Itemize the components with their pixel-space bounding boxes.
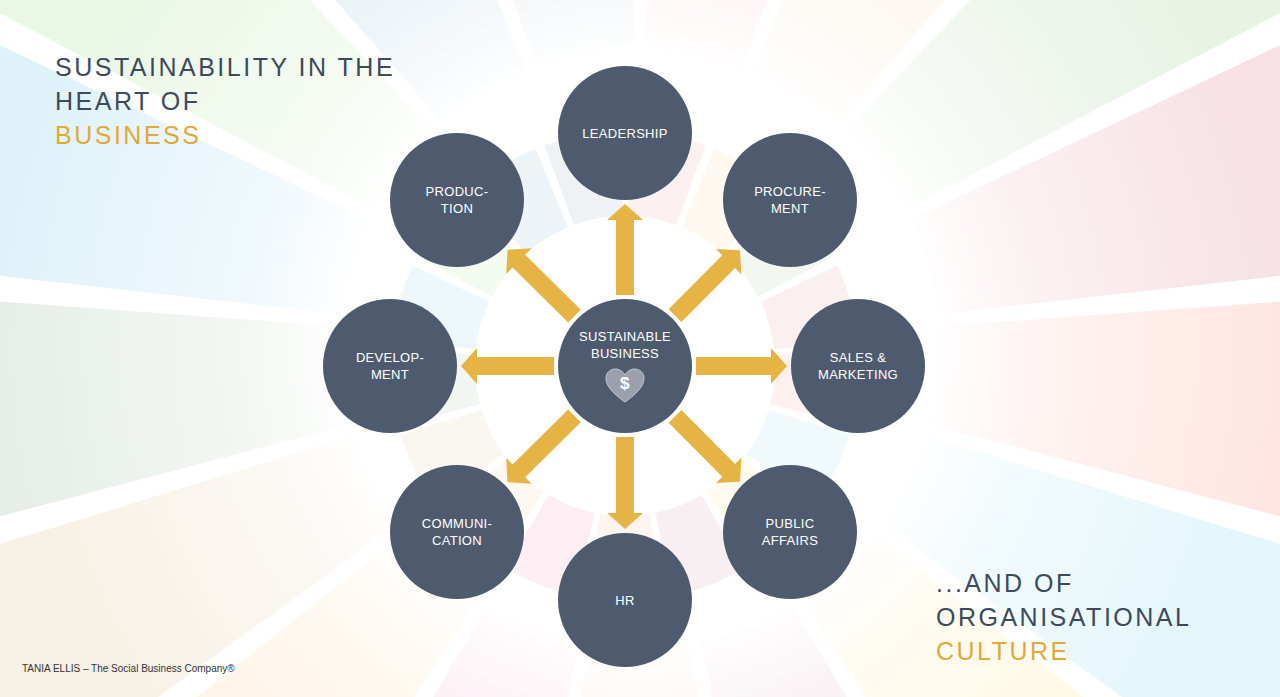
node-label: LEADERSHIP: [575, 125, 675, 142]
circle-shape: [722, 132, 858, 268]
tagline: ...AND OF ORGANISATIONAL: [936, 566, 1266, 634]
circle-shape: [790, 298, 926, 434]
block-arrow: [607, 204, 643, 295]
block-arrow: [607, 437, 643, 529]
department-circle: PROCURE- MENT: [722, 132, 858, 268]
title-highlight: BUSINESS: [55, 118, 405, 152]
node-label: PUBLIC AFFAIRS: [750, 515, 830, 549]
node-label: HR: [585, 592, 665, 609]
currency-symbol: $: [605, 375, 645, 392]
block-arrow: [669, 249, 742, 322]
block-arrow: [461, 348, 554, 384]
department-circle: COMMUNI- CATION: [389, 464, 525, 600]
block-arrow: [506, 410, 581, 484]
title: SUSTAINABILITY IN THE HEART OF: [55, 50, 405, 118]
block-arrow: [696, 348, 787, 384]
node-label: SALES & MARKETING: [810, 349, 906, 383]
heart-icon: $: [605, 368, 645, 404]
node-label: DEVELOP- MENT: [350, 349, 430, 383]
circle-shape: [389, 132, 525, 268]
node-label: SUSTAINABLE BUSINESS: [573, 328, 677, 362]
circle-shape: [557, 298, 693, 434]
block-arrow: [669, 410, 742, 483]
department-circle: DEVELOP- MENT: [322, 298, 458, 434]
node-label: PROCURE- MENT: [749, 183, 831, 217]
department-circle: LEADERSHIP: [557, 65, 693, 201]
circle-shape: [389, 464, 525, 600]
node-label: PRODUC- TION: [417, 183, 497, 217]
footer-credit: TANIA ELLIS – The Social Business Compan…: [22, 663, 235, 674]
block-arrow: [506, 248, 581, 322]
department-circle: PUBLIC AFFAIRS: [722, 464, 858, 600]
department-circle: HR: [557, 532, 693, 668]
department-circle: PRODUC- TION: [389, 132, 525, 268]
node-label: COMMUNI- CATION: [417, 515, 497, 549]
tagline-highlight: CULTURE: [936, 634, 1266, 668]
hub-circle: SUSTAINABLE BUSINESS $: [557, 298, 693, 434]
circle-shape: [322, 298, 458, 434]
department-circle: SALES & MARKETING: [790, 298, 926, 434]
circle-shape: [722, 464, 858, 600]
title-block: SUSTAINABILITY IN THE HEART OFBUSINESS: [55, 50, 405, 152]
